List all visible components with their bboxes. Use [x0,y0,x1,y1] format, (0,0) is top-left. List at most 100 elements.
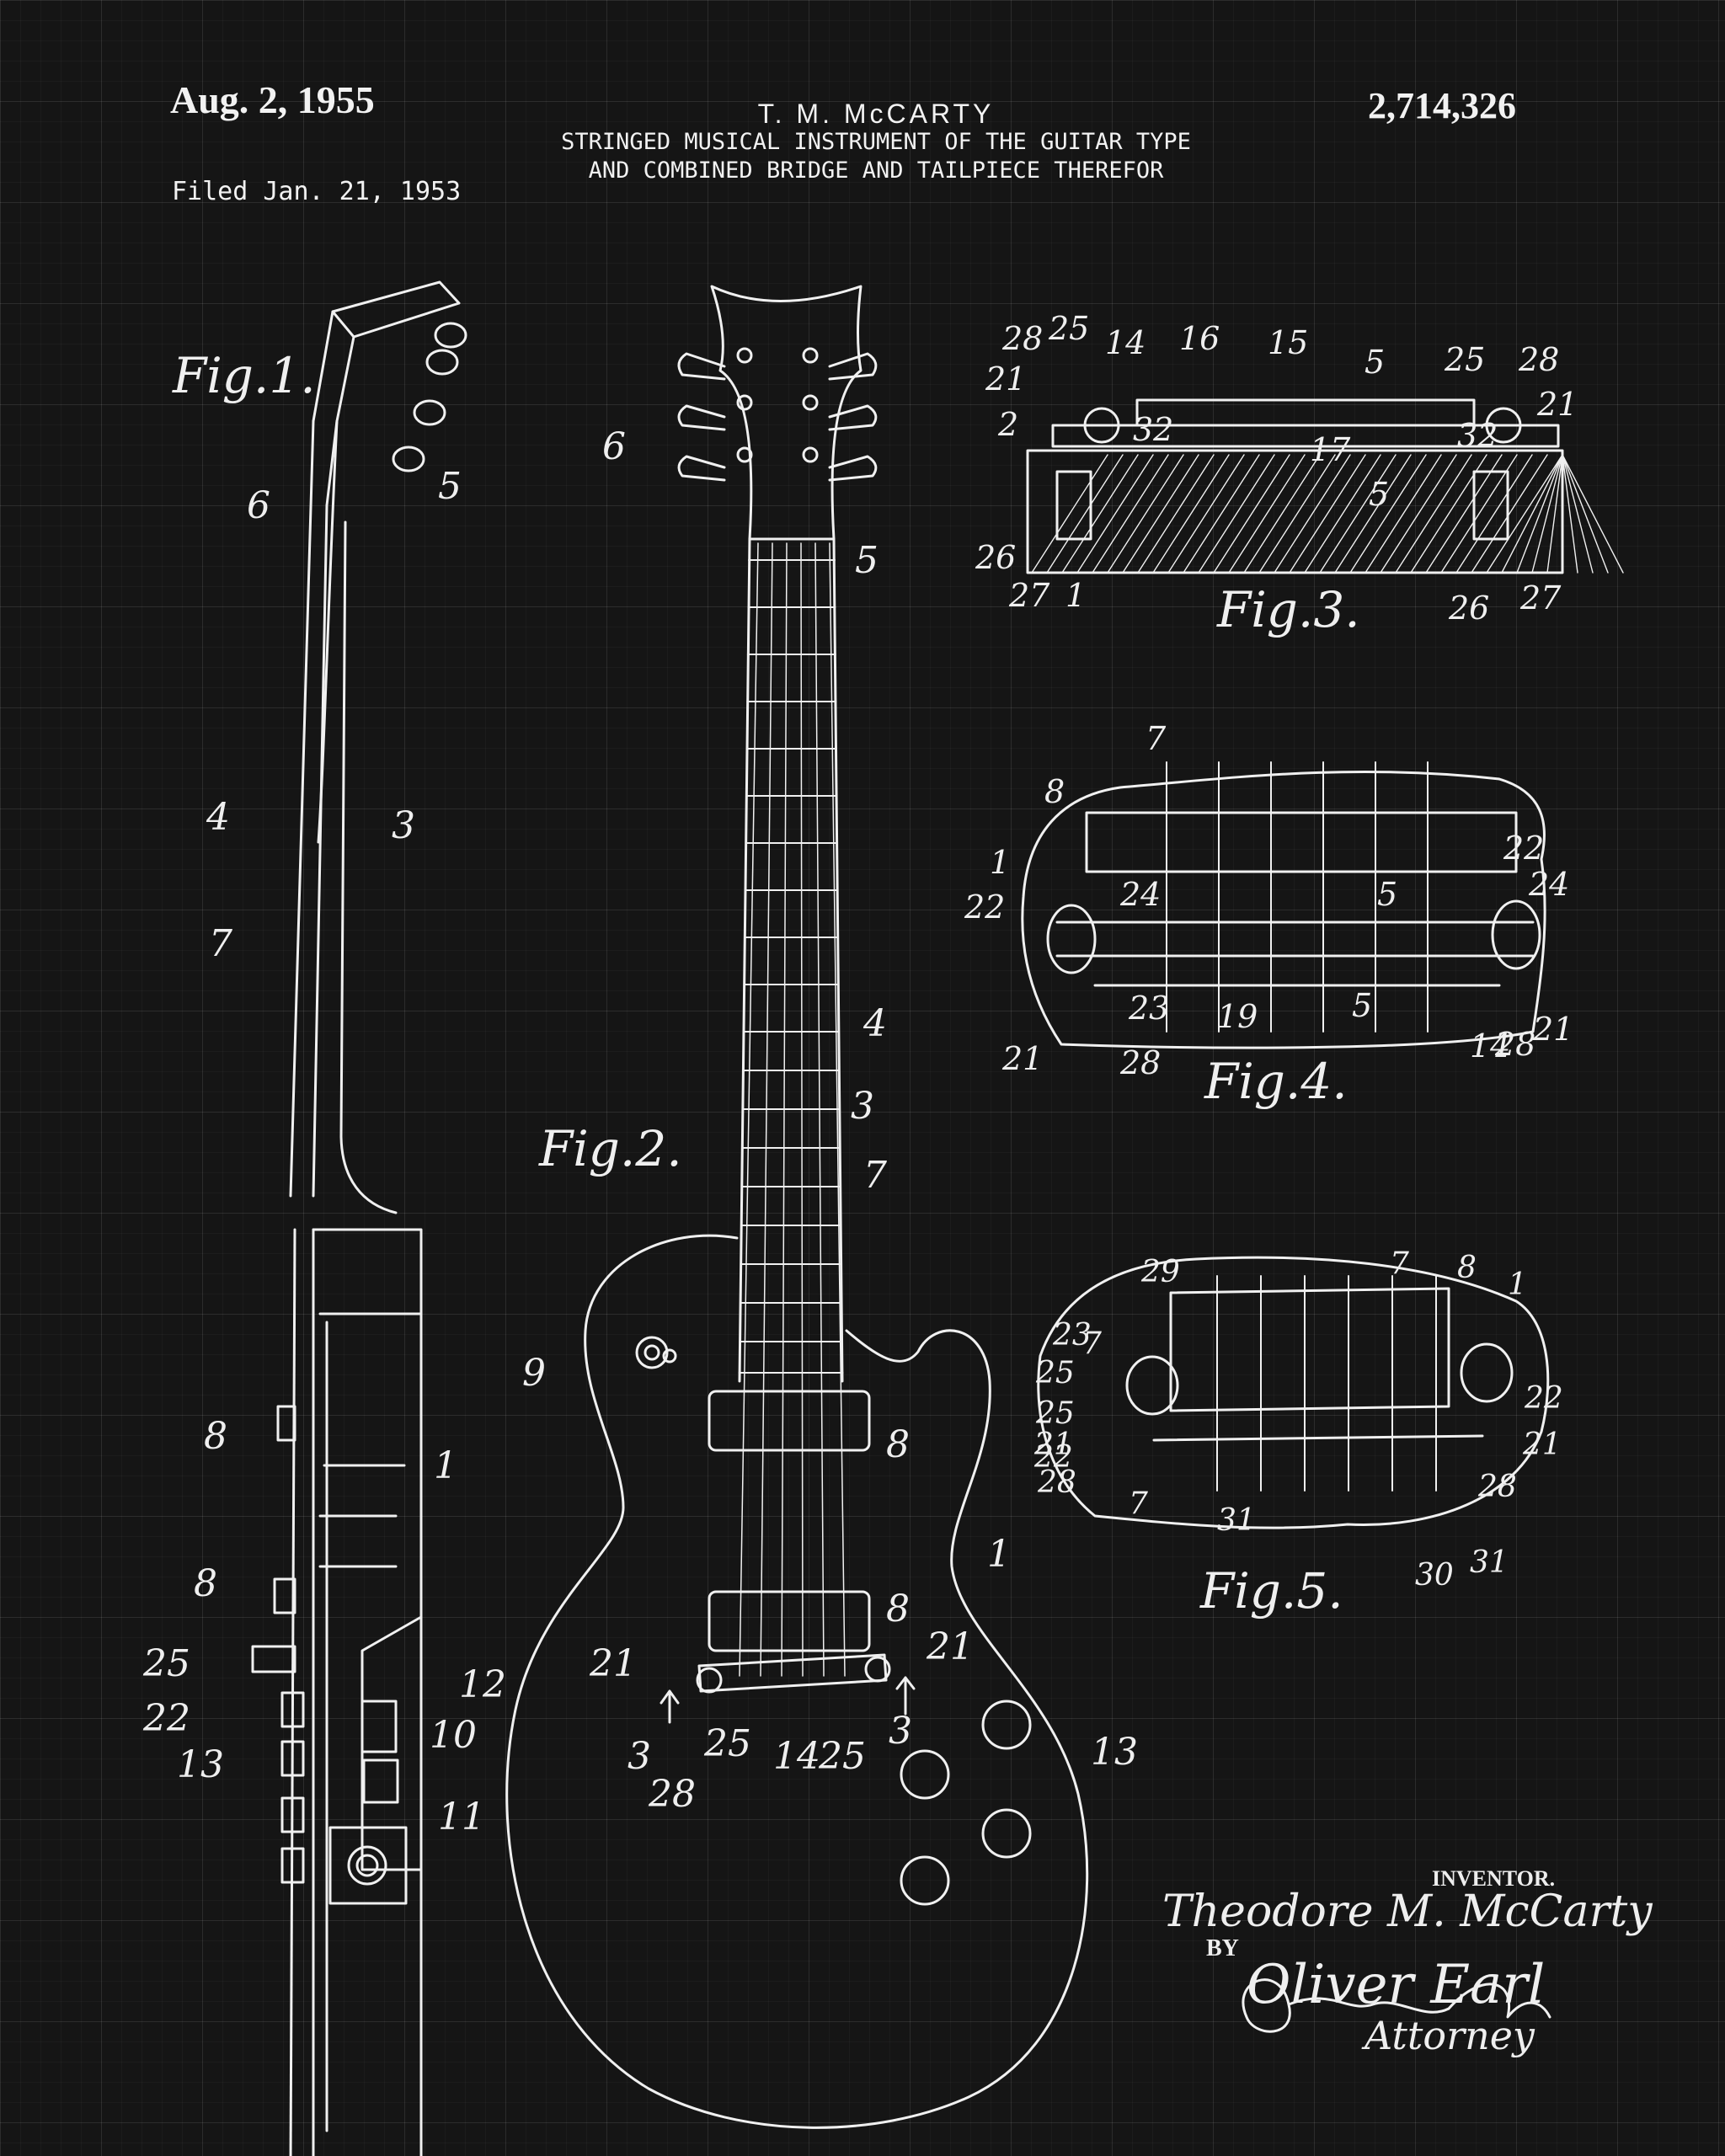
fig3-ref-27: 27 [1009,577,1050,614]
fig2-ref-14: 14 [773,1735,820,1778]
fig1-caption: Fig.1. [173,347,316,404]
fig2-ref-3: 3 [889,1710,912,1753]
fig5-ref-21: 21 [1034,1428,1073,1462]
fig2-caption: Fig.2. [539,1120,682,1177]
fig5-ref-31: 31 [1217,1503,1256,1538]
fig2-ref-9: 9 [522,1352,546,1395]
fig3-ref-32: 32 [1457,417,1498,454]
title-line-1: STRINGED MUSICAL INSTRUMENT OF THE GUITA… [561,129,1191,155]
fig1-ref-3: 3 [392,804,415,847]
fig2-ref-3: 3 [851,1085,874,1128]
fig1-ref-25: 25 [143,1642,190,1685]
fig5-ref-31: 31 [1470,1545,1509,1580]
by-label: BY [1206,1935,1239,1961]
fig1-ref-7: 7 [209,922,232,965]
fig1-ref-8: 8 [194,1562,217,1605]
fig5-ref-8: 8 [1457,1251,1477,1285]
fig3-ref-21: 21 [985,360,1027,398]
fig2-ref-8: 8 [886,1588,910,1630]
fig2-ref-21: 21 [927,1625,974,1668]
fig4-ref-8: 8 [1044,773,1065,810]
fig4-ref-5: 5 [1352,987,1373,1024]
fig5-ref-30: 30 [1415,1558,1454,1593]
fig5-ref-22: 22 [1525,1381,1563,1416]
fig4-ref-23: 23 [1129,990,1170,1027]
fig3-ref-26: 26 [1449,590,1490,627]
fig2-ref-7: 7 [863,1154,887,1197]
fig1-ref-6: 6 [247,484,270,527]
fig1-side-view [251,280,467,2156]
fig1-ref-13: 13 [177,1743,224,1786]
inventor-signature: Theodore M. McCarty [1162,1886,1653,1937]
fig3-ref-25: 25 [1445,341,1486,378]
attorney-label: Attorney [1365,2013,1535,2058]
fig5-ref-23: 23 [1053,1318,1092,1353]
fig1-ref-1: 1 [434,1444,457,1487]
fig3-ref-27: 27 [1520,579,1562,616]
title-line-2: AND COMBINED BRIDGE AND TAILPIECE THEREF… [588,157,1164,184]
fig4-ref-22: 22 [964,889,1006,926]
fig2-ref-4: 4 [863,1002,887,1045]
fig4-caption: Fig.4. [1204,1053,1348,1110]
fig4-ref-19: 19 [1217,998,1258,1035]
attorney-signature-strokes [1242,1978,1551,2033]
fig4-ref-24: 24 [1529,866,1570,903]
fig3-ref-5: 5 [1369,476,1390,513]
inventor-name: T. M. McCARTY [757,99,995,129]
fig2-ref-13: 13 [1091,1731,1138,1774]
fig3-ref-14: 14 [1105,324,1146,361]
fig5-ref-28: 28 [1038,1465,1076,1500]
patent-date: Aug. 2, 1955 [170,78,375,121]
fig4-ref-24: 24 [1120,876,1162,913]
fig2-ref-25: 25 [819,1735,866,1778]
fig2-ref-25: 25 [704,1722,751,1765]
fig3-ref-2: 2 [998,406,1019,443]
fig5-ref-25: 25 [1036,1396,1075,1431]
fig3-ref-15: 15 [1268,324,1309,361]
fig2-ref-1: 1 [987,1533,1011,1576]
fig1-ref-22: 22 [143,1697,190,1740]
fig1-ref-4: 4 [206,796,230,839]
fig2-ref-21: 21 [590,1642,637,1685]
fig2-ref-5: 5 [855,539,879,582]
fig3-ref-28: 28 [1002,320,1044,357]
fig4-ref-1: 1 [990,844,1011,881]
title-block: T. M. McCARTY STRINGED MUSICAL INSTRUMEN… [472,99,1280,185]
fig4-bridge-top [1021,761,1546,1049]
fig5-bridge-bottom [1037,1256,1550,1529]
fig2-ref-28: 28 [649,1773,696,1816]
fig5-ref-22: 22 [1034,1440,1073,1475]
fig4-ref-28: 28 [1495,1026,1536,1063]
fig1-ref-11: 11 [438,1796,485,1838]
fig5-ref-29: 29 [1141,1255,1180,1289]
fig3-ref-17: 17 [1310,431,1351,468]
fig4-ref-21: 21 [1533,1011,1574,1048]
fig2-ref-6: 6 [602,425,626,468]
patent-number: 2,714,326 [1368,85,1516,126]
fig3-ref-21: 21 [1537,386,1578,423]
fig5-ref-1: 1 [1508,1267,1527,1302]
fig5-ref-7: 7 [1129,1486,1148,1521]
fig5-ref-21: 21 [1523,1428,1562,1462]
fig3-bridge-section [1026,398,1624,574]
fig5-caption: Fig.5. [1200,1562,1343,1620]
fig3-ref-1: 1 [1065,577,1087,614]
fig2-ref-3: 3 [628,1735,651,1778]
fig5-ref-28: 28 [1478,1470,1517,1504]
fig3-ref-25: 25 [1049,310,1090,347]
fig3-ref-26: 26 [975,539,1017,576]
fig5-ref-7: 7 [1082,1326,1102,1361]
fig4-ref-14: 14 [1470,1027,1511,1065]
fig3-ref-5: 5 [1365,344,1386,381]
inventor-label: INVENTOR. [1432,1866,1556,1891]
fig1-ref-12: 12 [459,1663,506,1706]
fig1-ref-10: 10 [430,1714,477,1757]
fig4-ref-7: 7 [1146,720,1167,757]
attorney-signature: Oliver Earl [1247,1954,1546,2016]
fig5-ref-7: 7 [1390,1246,1409,1281]
fig3-ref-28: 28 [1519,341,1560,378]
fig3-caption: Fig.3. [1217,581,1360,638]
fig4-ref-21: 21 [1002,1040,1044,1077]
